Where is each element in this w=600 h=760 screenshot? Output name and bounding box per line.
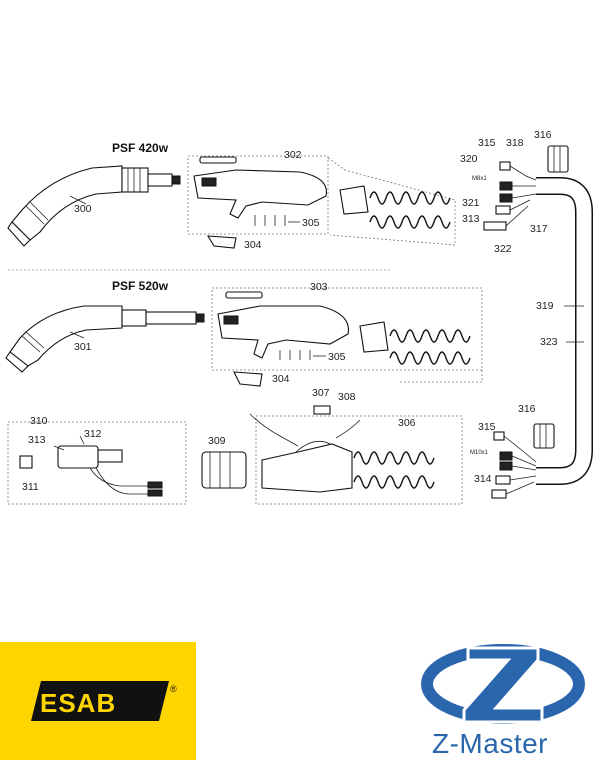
label-315b: 315	[478, 421, 496, 433]
group-box-306	[255, 415, 463, 505]
zmaster-logo-text: Z-Master	[432, 728, 548, 759]
label-303: 303	[310, 281, 328, 293]
handle-302	[193, 156, 451, 229]
label-312: 312	[84, 428, 102, 440]
esab-registered-mark: ®	[170, 684, 177, 694]
cable-assembly	[536, 177, 593, 485]
label-309: 309	[208, 435, 226, 447]
nut-309	[201, 451, 247, 489]
trigger-switch-313	[19, 445, 163, 497]
label-307: 307	[312, 387, 330, 399]
label-304a: 304	[244, 239, 262, 251]
label-305b: 305	[328, 351, 346, 363]
label-317: 317	[530, 223, 548, 235]
label-306: 306	[398, 417, 416, 429]
model-title-520w: PSF 520w	[112, 279, 169, 293]
label-300: 300	[74, 203, 92, 215]
label-313a: 313	[28, 434, 46, 446]
label-315a: 315	[478, 137, 496, 149]
screws-305a	[254, 215, 300, 226]
label-318: 318	[506, 137, 524, 149]
label-321: 321	[462, 197, 480, 209]
label-313b: 313	[462, 213, 480, 225]
label-302: 302	[284, 149, 302, 161]
cable-protection-306	[249, 413, 435, 493]
thread-m10x1: M10x1	[470, 450, 489, 456]
label-319: 319	[536, 300, 554, 312]
label-305a: 305	[302, 217, 320, 229]
torch-neck-301	[5, 305, 205, 373]
label-316a: 316	[534, 129, 552, 141]
handle-303	[217, 291, 471, 365]
upper-connector-group	[483, 145, 569, 231]
zmaster-logo-mark	[421, 644, 585, 724]
thread-m8x1: M8x1	[472, 176, 487, 182]
label-314: 314	[474, 473, 492, 485]
label-322: 322	[494, 243, 512, 255]
model-title-420w: PSF 420w	[112, 141, 169, 155]
torch-neck-300	[7, 165, 181, 247]
label-323: 323	[540, 336, 558, 348]
group-box-302	[187, 155, 329, 235]
trigger-304b	[233, 371, 263, 387]
lower-connector-group	[491, 423, 555, 499]
label-311: 311	[22, 481, 39, 493]
label-301: 301	[74, 341, 92, 353]
label-316b: 316	[518, 403, 536, 415]
fitting-307	[313, 405, 331, 415]
screws-305b	[279, 350, 326, 360]
group-box-310	[7, 421, 187, 505]
trigger-304a	[206, 235, 237, 249]
esab-logo-text: ESAB	[40, 688, 117, 718]
label-320: 320	[460, 153, 478, 165]
exploded-parts-diagram: PSF 420w 300 302 305 304 PSF 520w	[5, 129, 593, 505]
label-304b: 304	[272, 373, 290, 385]
label-310: 310	[30, 415, 48, 427]
label-308: 308	[338, 391, 356, 403]
